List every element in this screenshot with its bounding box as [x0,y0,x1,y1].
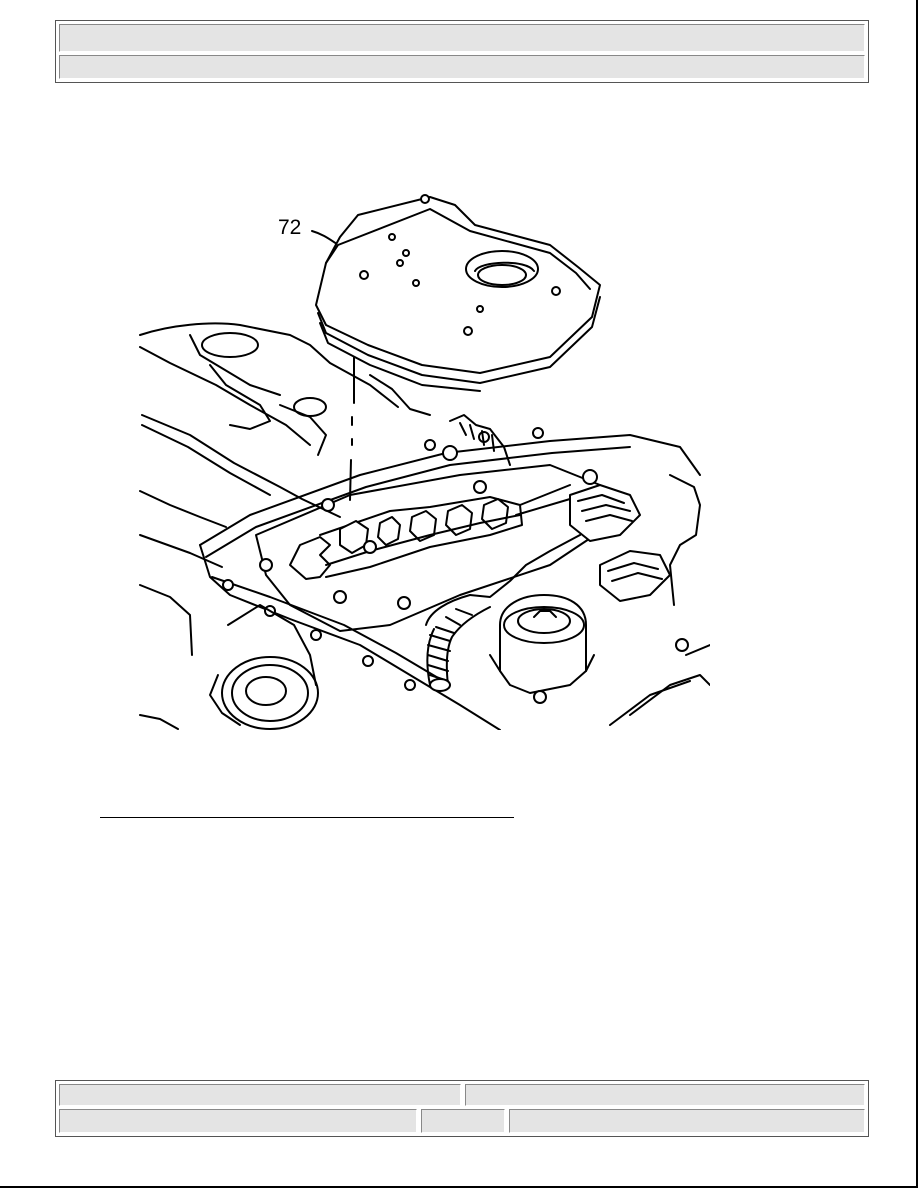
valve-body [255,414,671,632]
header-row-1 [59,24,865,52]
footer-cell-right-top [465,1084,865,1106]
valve-body-illustration: 72 [139,194,710,730]
oil-pan-rail [199,427,701,730]
right-bracket [609,474,710,726]
accumulator-housing [489,594,595,704]
footer-cell-right-bottom [509,1109,865,1133]
header-table [55,20,869,83]
filter-cover [315,194,601,392]
footer-cell-left-bottom [59,1109,417,1133]
callout-72: 72 [278,216,301,239]
transmission-case [139,322,431,730]
output-shaft-cap [209,604,319,730]
footer-table [55,1080,869,1137]
alignment-line [349,356,355,501]
wiring-harness [425,534,581,692]
header-row-2 [59,55,865,79]
horizontal-rule [100,817,514,818]
footer-cell-center-bottom [421,1109,505,1133]
footer-cell-left-top [59,1084,461,1106]
